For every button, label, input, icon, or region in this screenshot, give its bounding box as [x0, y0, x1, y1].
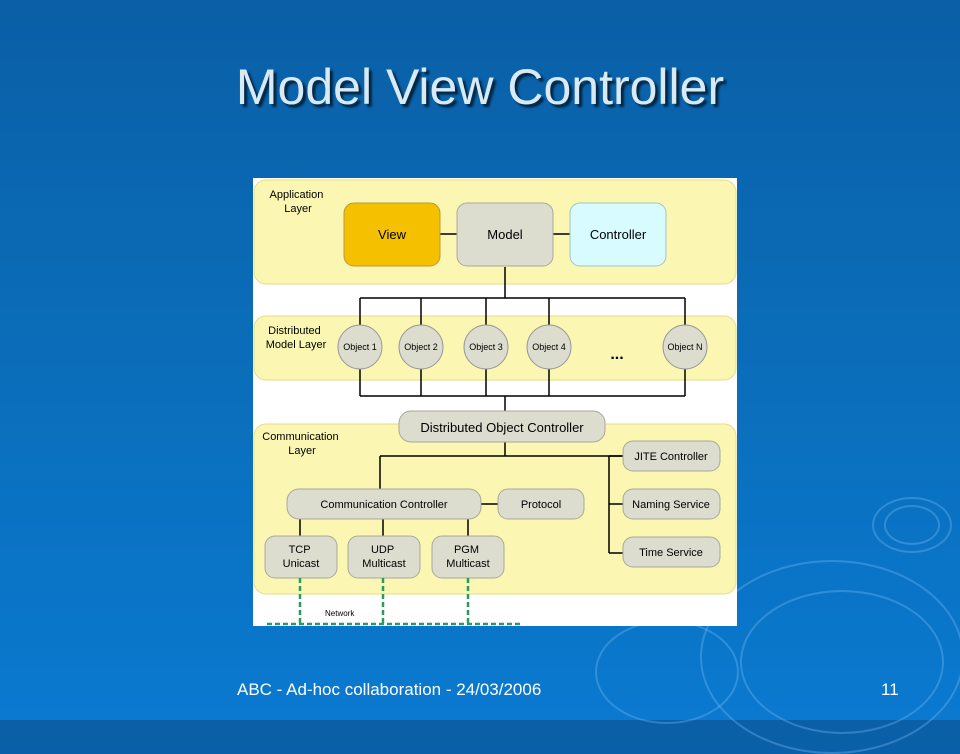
communication-layer-label: Communication Layer [262, 431, 341, 457]
tcp-unicast-label: TCP Unicast [283, 544, 320, 570]
slide-title: Model View Controller [235, 59, 725, 115]
protocol-label: Protocol [521, 499, 561, 511]
network-label: Network [325, 609, 355, 618]
time-service-box [622, 536, 721, 568]
footer-text: ABC - Ad-hoc collaboration - 24/03/2006 [237, 680, 542, 699]
distributed-object-controller-label: Distributed Object Controller [420, 420, 584, 435]
controller-label: Controller [590, 227, 647, 242]
udp-multicast-box [347, 535, 421, 579]
communication-controller-label: Communication Controller [320, 499, 447, 511]
communication-controller-box [286, 488, 482, 520]
time-service-label: Time Service [639, 547, 703, 559]
application-layer-label: Application Layer [270, 189, 327, 215]
jite-controller-label: JITE Controller [634, 451, 708, 463]
model-box [456, 202, 554, 267]
object-2-node [398, 324, 444, 370]
naming-service-label: Naming Service [632, 499, 710, 511]
object-3-node [463, 324, 509, 370]
distributed-layer-label: Distributed Model Layer [266, 325, 327, 351]
object-1-node [337, 324, 383, 370]
mvc-diagram: Application Layer Distributed Model Laye… [253, 178, 737, 626]
ripple-decoration [740, 590, 944, 734]
view-label: View [378, 227, 407, 242]
object-4-label: Object 4 [532, 342, 566, 352]
pgm-multicast-label: PGM Multicast [446, 544, 489, 570]
network-lines [267, 578, 523, 626]
object-n-label: Object N [667, 342, 702, 352]
tcp-unicast-box [264, 535, 338, 579]
object-1-label: Object 1 [343, 342, 377, 352]
object-n-node [662, 324, 708, 370]
protocol-box [497, 488, 585, 520]
udp-multicast-label: UDP Multicast [362, 544, 405, 570]
object-2-label: Object 2 [404, 342, 438, 352]
ellipsis-label: ... [610, 346, 623, 363]
ripple-decoration [595, 620, 739, 724]
page-number: 11 [881, 680, 899, 699]
jite-controller-box [622, 440, 721, 472]
view-box [343, 202, 441, 267]
pgm-multicast-box [431, 535, 505, 579]
controller-box [569, 202, 667, 267]
object-3-label: Object 3 [469, 342, 503, 352]
model-label: Model [487, 227, 523, 242]
ripple-decoration [872, 497, 952, 553]
object-4-node [526, 324, 572, 370]
naming-service-box [622, 488, 721, 520]
distributed-object-controller-box [398, 410, 606, 443]
